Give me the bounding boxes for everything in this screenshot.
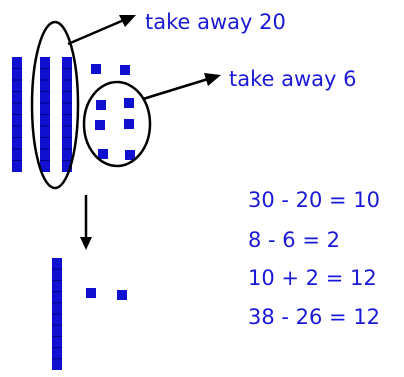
tens-rod xyxy=(12,57,22,172)
ones-cube xyxy=(124,119,134,129)
ones-cube xyxy=(120,65,130,75)
ones-cube xyxy=(86,288,96,298)
tens-rod xyxy=(52,258,62,370)
ones-cube xyxy=(91,64,101,74)
tens-rod xyxy=(62,57,72,172)
ones-cube xyxy=(98,149,108,159)
ones-cube xyxy=(125,150,135,160)
start-tens-rods xyxy=(12,57,72,172)
ones-cube xyxy=(96,100,106,110)
arrow-take-ones xyxy=(143,73,221,99)
equation-2: 8 - 6 = 2 xyxy=(248,228,340,252)
take-away-tens-label: take away 20 xyxy=(145,10,286,34)
equation-3: 10 + 2 = 12 xyxy=(248,266,377,290)
result-ones-cubes xyxy=(86,288,127,300)
result-tens-rods xyxy=(52,258,62,370)
take-away-ones-label: take away 6 xyxy=(229,67,357,91)
ones-group-ellipse xyxy=(84,82,150,166)
arrow-take-tens xyxy=(68,15,136,44)
ones-cube xyxy=(95,120,105,130)
start-ones-cubes xyxy=(91,64,135,160)
equation-4: 38 - 26 = 12 xyxy=(248,305,380,329)
ones-cube xyxy=(124,98,134,108)
ones-cube xyxy=(117,290,127,300)
arrow-down xyxy=(80,195,92,250)
tens-rod xyxy=(40,57,50,172)
equation-1: 30 - 20 = 10 xyxy=(248,188,380,212)
